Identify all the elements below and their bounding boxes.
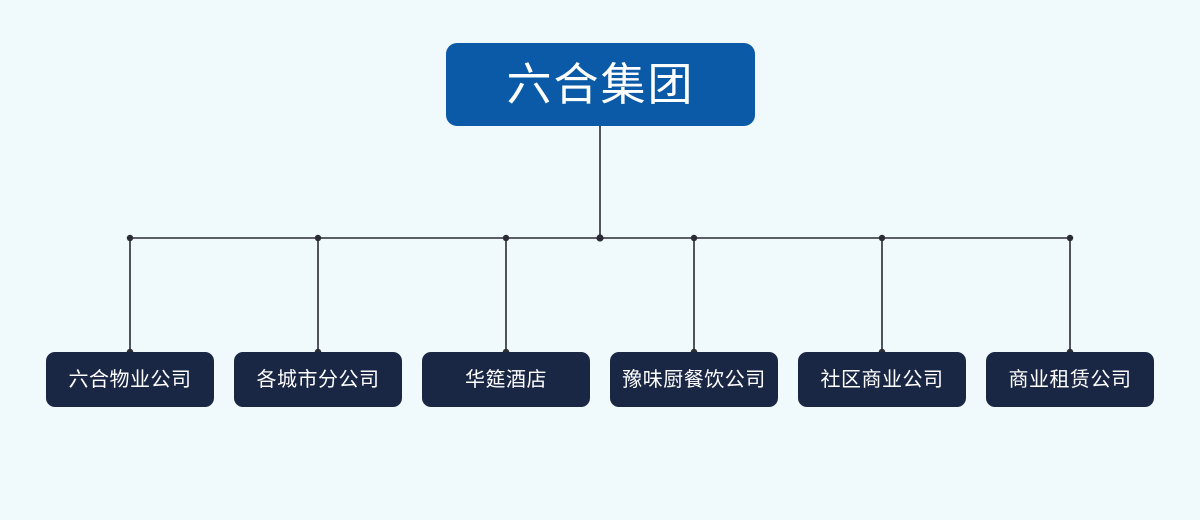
org-node-child-3[interactable]: 华筵酒店	[422, 352, 590, 407]
junction-dot-bus-4	[690, 234, 698, 242]
org-node-root[interactable]: 六合集团	[446, 43, 755, 126]
org-node-child-5-label: 社区商业公司	[820, 368, 944, 391]
org-node-child-4-label: 豫味厨餐饮公司	[622, 368, 766, 391]
org-node-child-5[interactable]: 社区商业公司	[798, 352, 966, 407]
org-node-child-2-label: 各城市分公司	[256, 368, 380, 391]
org-node-root-label: 六合集团	[506, 59, 695, 110]
junction-dot-bus-2	[314, 234, 322, 242]
org-node-child-3-label: 华筵酒店	[465, 368, 547, 391]
connector-lines	[129, 126, 1071, 352]
junction-dot-bus-root	[596, 234, 604, 242]
org-node-child-6-label: 商业租赁公司	[1008, 368, 1132, 391]
org-node-child-1[interactable]: 六合物业公司	[46, 352, 214, 407]
org-node-child-6[interactable]: 商业租赁公司	[986, 352, 1154, 407]
junction-dot-bus-1	[126, 234, 134, 242]
org-node-child-4[interactable]: 豫味厨餐饮公司	[610, 352, 778, 407]
connector-junction-dots	[126, 234, 1074, 356]
org-node-child-2[interactable]: 各城市分公司	[234, 352, 402, 407]
org-node-child-1-label: 六合物业公司	[68, 368, 192, 391]
junction-dot-bus-3	[502, 234, 510, 242]
junction-dot-bus-5	[878, 234, 886, 242]
junction-dot-bus-6	[1066, 234, 1074, 242]
